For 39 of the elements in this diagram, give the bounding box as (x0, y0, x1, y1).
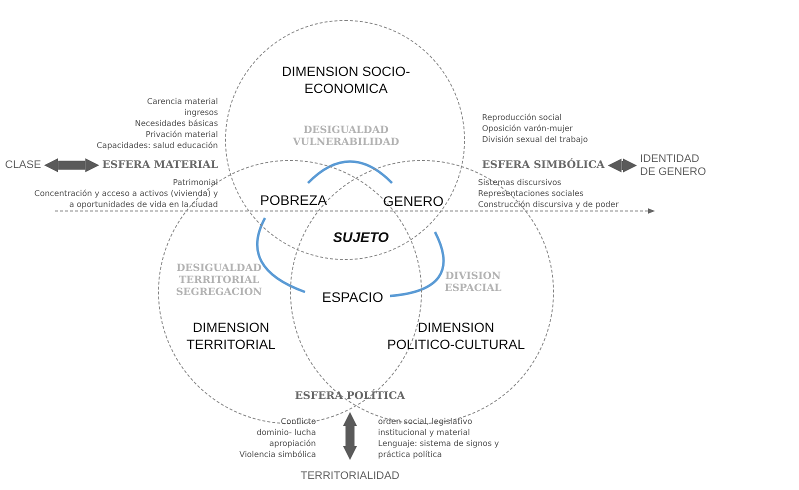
note-text: ingresos (184, 107, 218, 118)
note-text: Conflicto (280, 416, 316, 427)
note-text: Privación material (146, 129, 218, 140)
intersection-label: ESPACIO (322, 289, 384, 305)
double-arrow (608, 158, 637, 172)
dimension-title: DIMENSION TERRITORIAL (185, 319, 276, 353)
note-text: División sexual del trabajo (482, 134, 588, 145)
theme-heading: DESIGUALDAD VULNERABILIDAD (292, 125, 400, 149)
category-text: TERRITORIALIDAD (300, 470, 400, 483)
category-text: CLASE (5, 159, 42, 172)
category-text: IDENTIDAD DE GENERO (640, 153, 712, 179)
theme-heading: DIVISION ESPACIAL (444, 271, 502, 295)
sphere-heading: ESFERA SIMBÓLICA (482, 159, 605, 171)
center-label: SUJETO (333, 229, 389, 245)
venn-circle (225, 20, 465, 260)
note-text: Necesidades básicas (134, 118, 218, 129)
note-text: Violencia simbólica (239, 449, 316, 460)
note-text: Carencia material (146, 96, 218, 107)
note-text: orden social, legislativo institucional y material (378, 416, 474, 438)
note-text: Concentración y acceso a activos (vivienda) y a oportunidades de vida en la ciudad (33, 188, 218, 210)
sphere-heading: ESFERA POLÍTICA (294, 390, 406, 402)
sphere-heading: ESFERA MATERIAL (102, 159, 218, 171)
double-arrow (44, 158, 100, 172)
note-text: apropiación (269, 438, 316, 449)
note-text: Sistemas discursivos (478, 177, 562, 188)
dimension-title: DIMENSION POLITICO-CULTURAL (386, 319, 526, 353)
note-text: Oposición varón-mujer (482, 123, 573, 134)
note-text: Capacidades: salud educación (96, 140, 218, 151)
theme-heading: DESIGUALDAD TERRITORIAL SEGREGACION (174, 263, 264, 299)
intersection-label: POBREZA (260, 192, 327, 208)
note-text: Construcción discursiva y de poder (478, 199, 619, 210)
intersection-label: GENERO (383, 193, 444, 209)
note-text: Representaciones sociales (478, 188, 584, 199)
note-text: Lenguaje: sistema de signos y práctica política (378, 438, 500, 460)
double-arrow (343, 412, 357, 460)
dimension-title: DIMENSION SOCIO-ECONOMICA (281, 63, 411, 97)
note-text: Patrimonial (172, 177, 218, 188)
note-text: dominio- lucha (256, 427, 316, 438)
note-text: Reproducción social (482, 112, 562, 123)
